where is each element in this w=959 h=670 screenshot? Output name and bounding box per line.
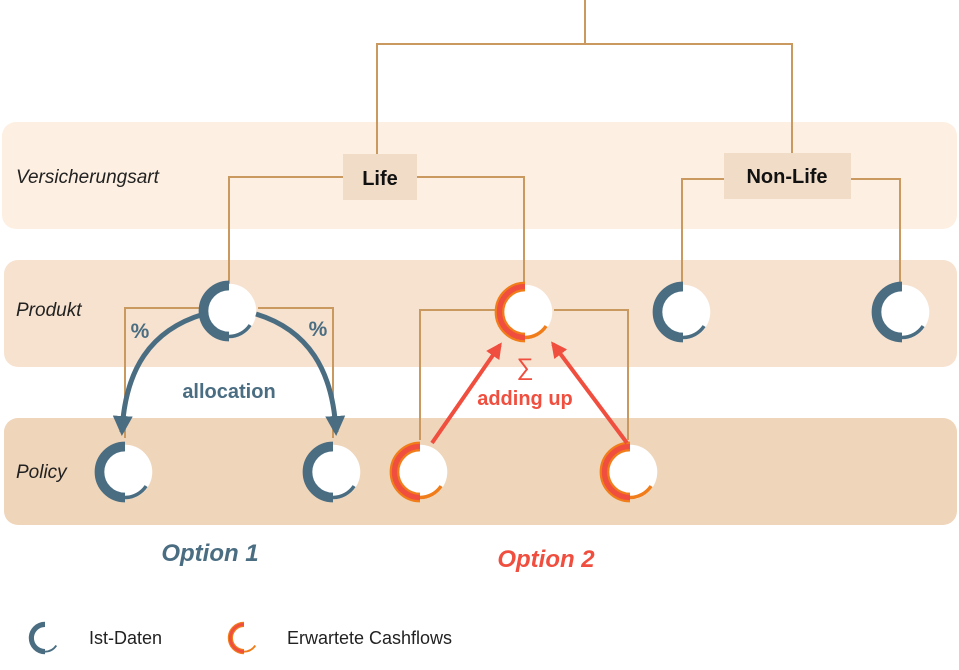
level-label-produkt: Produkt [16, 300, 82, 321]
level-label-policy: Policy [16, 462, 68, 483]
percent-label-right: % [309, 318, 328, 341]
allocation-arrow-right [255, 311, 346, 436]
node-nonlife-box [724, 153, 851, 199]
option1-label: Option 1 [161, 540, 258, 567]
node-nonlife-label: Non-Life [746, 166, 827, 188]
erwartete-cashflows-icon [494, 281, 553, 343]
legend: Ist-Daten Erwartete Cashflows [28, 621, 452, 655]
adding-up-label: adding up [477, 388, 573, 410]
legend-ist-daten-icon [28, 621, 58, 655]
erwartete-cashflows-icon [599, 441, 658, 503]
ist-daten-icon [302, 441, 361, 503]
legend-erwartete-cashflows-label: Erwartete Cashflows [287, 628, 452, 648]
allocation-arrow-left [112, 311, 205, 436]
band-policy [4, 418, 957, 525]
erwartete-cashflows-icon [389, 441, 448, 503]
ist-daten-icon [198, 280, 257, 342]
node-life-label: Life [362, 168, 398, 190]
node-life-box [343, 154, 417, 200]
sigma-label: ∑ [516, 354, 533, 381]
legend-erwartete-cashflows-icon [227, 621, 257, 655]
band-versicherungsart [2, 122, 957, 229]
level-label-versicherungsart: Versicherungsart [16, 167, 160, 188]
percent-label-left: % [131, 320, 150, 343]
band-produkt [4, 260, 957, 367]
legend-ist-daten-label: Ist-Daten [89, 628, 162, 648]
allocation-label: allocation [182, 381, 275, 403]
adding-up-arrow-right [551, 341, 629, 445]
ist-daten-icon [871, 281, 930, 343]
option2-label: Option 2 [497, 546, 595, 573]
ist-daten-icon [652, 281, 711, 343]
ist-daten-icon [94, 441, 153, 503]
adding-up-arrow-left [430, 342, 502, 445]
